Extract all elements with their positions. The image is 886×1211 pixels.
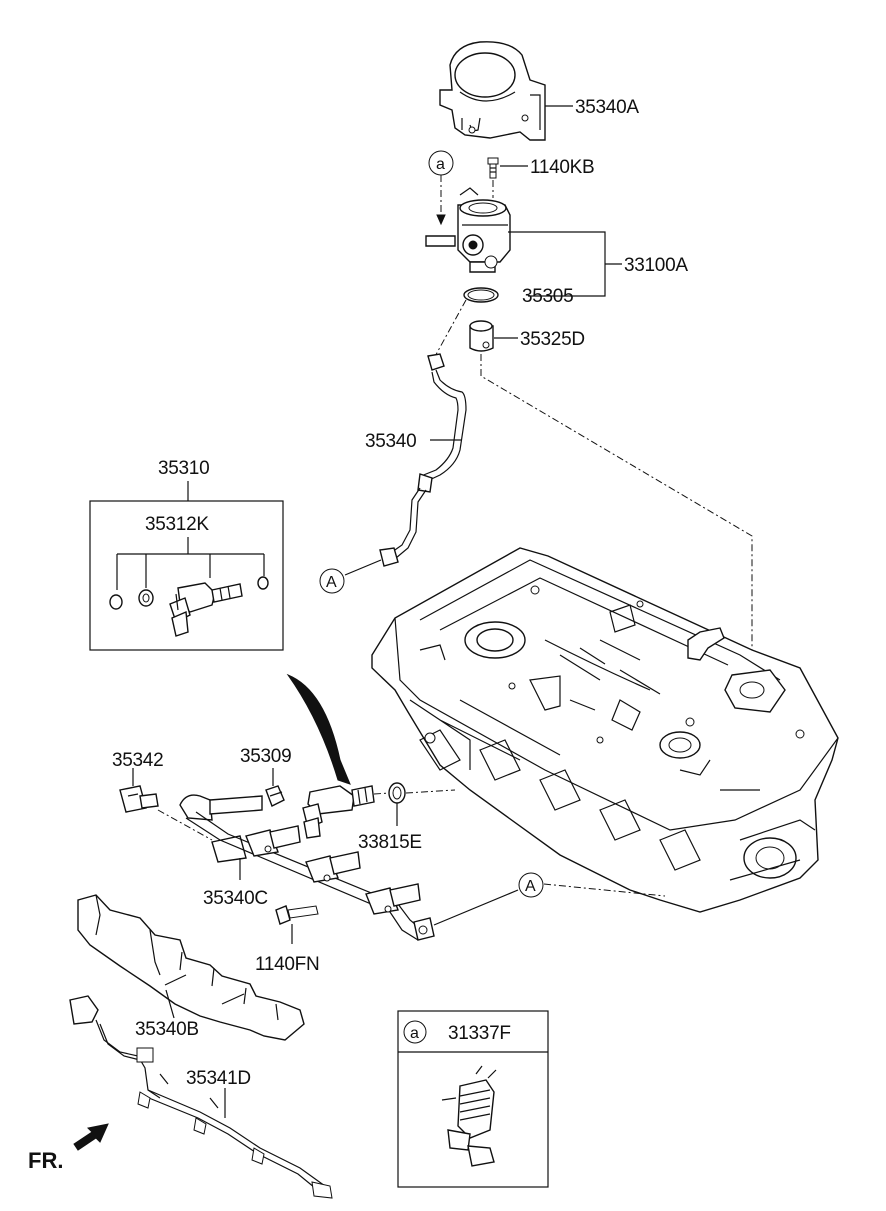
- callout-A-left: A: [319, 568, 345, 594]
- label-1140KB: 1140KB: [530, 157, 594, 178]
- callout-a-top-letter: a: [436, 156, 445, 173]
- bolt-1140FN-part: [275, 905, 319, 925]
- sensor-35342-part: [119, 785, 159, 813]
- front-direction-indicator: FR.: [28, 1123, 109, 1173]
- label-35309: 35309: [240, 746, 291, 767]
- label-35340C: 35340C: [203, 888, 268, 909]
- fuel-rail-35340C-part: [179, 794, 435, 941]
- callout-A-left-letter: A: [326, 574, 337, 591]
- label-35310: 35310: [158, 458, 209, 479]
- fuel-pipe-35340-part: [379, 353, 467, 567]
- front-arrow-icon: [73, 1123, 109, 1151]
- tappet-35325D-part: [469, 320, 494, 352]
- label-35340: 35340: [365, 431, 416, 452]
- engine-cylinder-head: [371, 547, 839, 913]
- label-33815E: 33815E: [358, 832, 422, 853]
- pump-cover-part: [439, 41, 546, 141]
- high-pressure-pump-part: [425, 187, 511, 273]
- callout-A-right: A: [518, 872, 544, 898]
- label-33100A: 33100A: [624, 255, 688, 276]
- label-35340B: 35340B: [135, 1019, 199, 1040]
- callout-a-top: a: [428, 150, 454, 176]
- o-ring-35305-part: [463, 287, 499, 303]
- label-35325D: 35325D: [520, 329, 585, 350]
- wiring-harness-35341D-part: [69, 995, 333, 1199]
- legend-box-31337F: a 31337F: [397, 1010, 549, 1188]
- label-35341D: 35341D: [186, 1068, 251, 1089]
- label-31337F: 31337F: [448, 1023, 511, 1044]
- label-35305: 35305: [522, 286, 573, 307]
- rail-cover-35340B-part: [77, 894, 305, 1041]
- pointer-arrow: [286, 673, 351, 785]
- clamp-31337F-part: [441, 1065, 497, 1167]
- seal-kit-parts: [109, 576, 269, 610]
- injector-kit-box: [89, 500, 284, 651]
- bolt-1140KB-part: [487, 157, 499, 179]
- callout-A-right-letter: A: [525, 878, 536, 895]
- injector-part: [302, 785, 375, 839]
- injector-kit-part: [169, 582, 243, 637]
- clip-35309-part: [265, 785, 285, 807]
- label-35340A: 35340A: [575, 97, 639, 118]
- seal-33815E-part: [388, 782, 406, 804]
- label-35342: 35342: [112, 750, 163, 771]
- label-35312K: 35312K: [145, 514, 209, 535]
- legend-callout-letter: a: [410, 1025, 419, 1042]
- front-label: FR.: [28, 1148, 63, 1173]
- label-1140FN: 1140FN: [255, 954, 319, 975]
